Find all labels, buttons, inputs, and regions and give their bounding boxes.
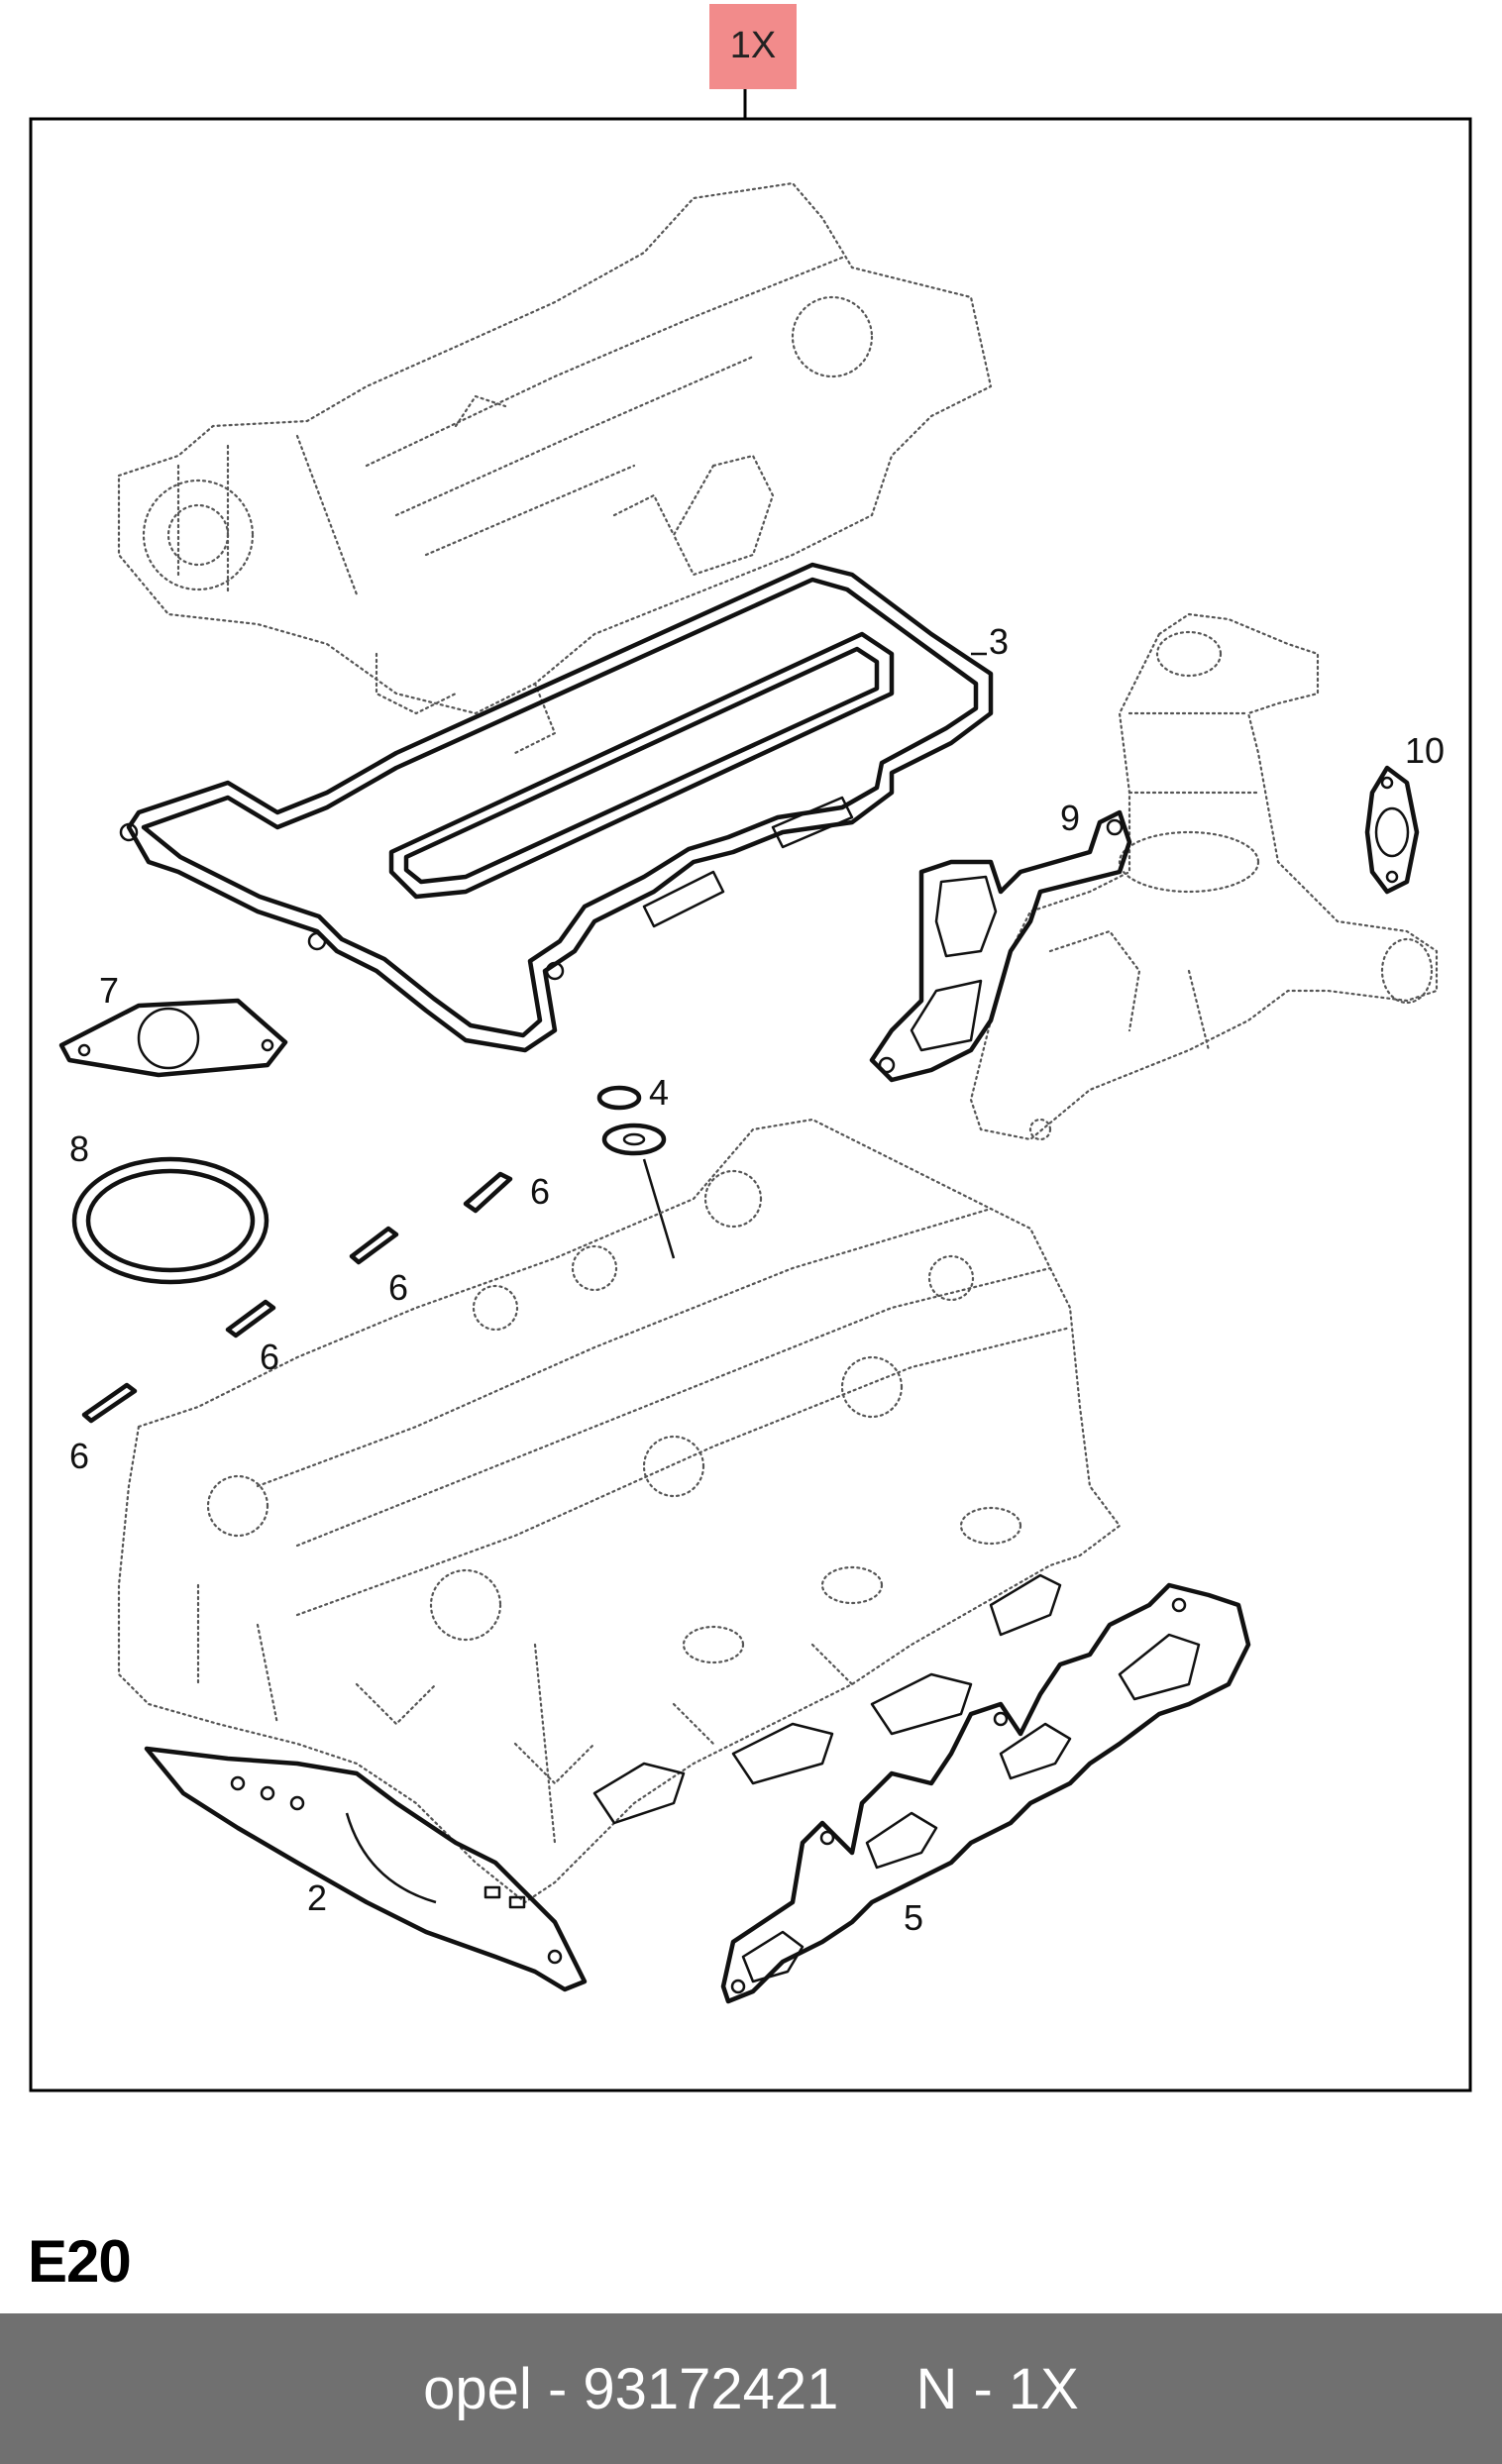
quantity-tag-label: 1X	[730, 25, 776, 66]
callout-6c: 6	[260, 1337, 279, 1377]
cylinder-head-outline	[117, 1118, 1122, 1904]
callout-6a: 6	[530, 1171, 550, 1212]
throttle-body-gasket	[58, 998, 288, 1078]
callout-3: 3	[989, 621, 1009, 662]
small-port-gaskets	[81, 1171, 513, 1424]
callout-7: 7	[99, 970, 119, 1011]
callout-10: 10	[1405, 730, 1445, 771]
egr-gasket	[869, 809, 1132, 1083]
callout-6b: 6	[388, 1267, 408, 1308]
callout-6d: 6	[69, 1436, 89, 1476]
head-exhaust-ports	[592, 1573, 1062, 1825]
egr-valve-outline	[969, 612, 1439, 1141]
callout-9: 9	[1060, 798, 1080, 838]
footer-bar: opel - 93172421 N - 1X	[0, 2313, 1502, 2464]
valve-cover-outline	[117, 181, 993, 755]
cylinder-head-gasket	[144, 1746, 588, 1992]
ring-gasket	[71, 1156, 269, 1285]
quantity-tag-box	[709, 4, 797, 89]
parts-diagram: 1X 3	[29, 4, 1472, 2092]
footer-quantity: N - 1X	[915, 2356, 1079, 2421]
callout-4: 4	[649, 1072, 669, 1113]
exhaust-manifold-gasket	[720, 1582, 1251, 2004]
oil-seal	[596, 1085, 676, 1259]
diagram-frame	[29, 117, 1472, 2092]
callout-2: 2	[307, 1877, 327, 1918]
footer-part-number: opel - 93172421	[423, 2356, 839, 2421]
callout-8: 8	[69, 1128, 89, 1169]
page-code: E20	[28, 2228, 132, 2295]
egr-flange-gasket	[1364, 765, 1420, 895]
callout-5: 5	[904, 1897, 923, 1938]
valve-cover-gasket	[119, 562, 994, 1053]
